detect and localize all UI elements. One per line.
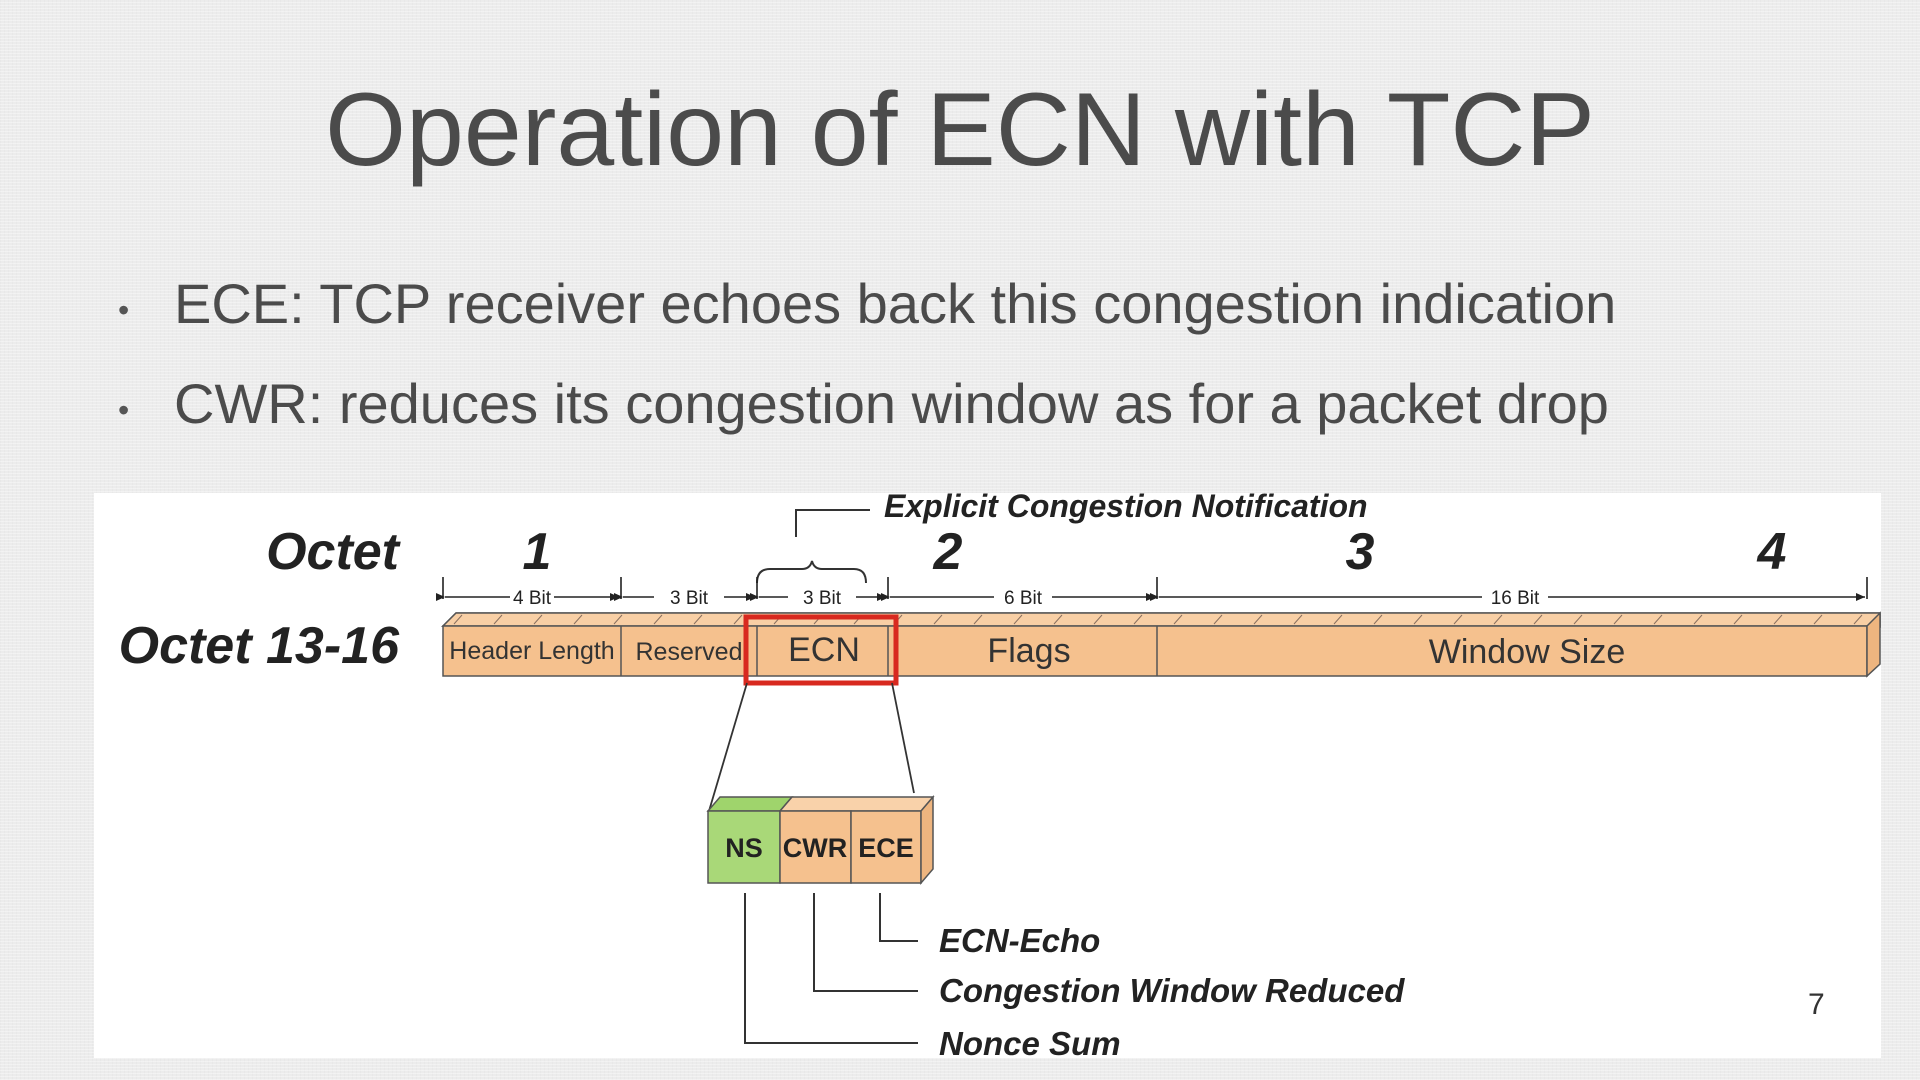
bit-label-reserved: 3 Bit — [670, 588, 709, 609]
bit-ece: ECE — [858, 833, 914, 863]
ecn-title-leader — [795, 509, 870, 537]
ecn-brace — [756, 560, 867, 584]
bit-label-window-size: 16 Bit — [1491, 588, 1540, 609]
callout-congestion-window-reduced: Congestion Window Reduced — [939, 972, 1405, 1009]
field-header-length: Header Length — [449, 637, 614, 665]
ecn-bit-boxes — [706, 794, 935, 886]
bit-label-header-length: 4 Bit — [513, 588, 552, 609]
octet-number-3: 3 — [1346, 523, 1375, 581]
bit-dimension-lines — [436, 577, 1868, 601]
bullet-dot-icon: • — [118, 292, 130, 328]
bullet-text: CWR: reduces its congestion window as fo… — [174, 372, 1609, 435]
callout-ecn-echo: ECN-Echo — [939, 922, 1100, 959]
bit-ns: NS — [725, 833, 763, 863]
ecn-expand-line-left — [708, 682, 748, 812]
callout-nonce-sum: Nonce Sum — [939, 1025, 1121, 1058]
octet-number-2: 2 — [933, 523, 963, 581]
ecn-highlight-box — [743, 614, 899, 686]
bit-cwr: CWR — [783, 833, 847, 863]
octet-number-1: 1 — [523, 523, 552, 581]
ecn-expand-line-right — [891, 682, 915, 794]
field-window-size: Window Size — [1429, 633, 1626, 671]
page-number: 7 — [1808, 988, 1825, 1021]
octet-number-4: 4 — [1757, 523, 1787, 581]
tcp-header-diagram: Explicit Congestion Notification Octet O… — [94, 493, 1881, 1058]
callout-leaders — [744, 893, 918, 1044]
octet-label: Octet — [266, 523, 402, 581]
row-label: Octet 13-16 — [119, 617, 400, 675]
field-reserved: Reserved — [636, 638, 743, 666]
slide-title: Operation of ECN with TCP — [325, 72, 1595, 188]
bullet-dot-icon: • — [118, 392, 130, 428]
field-ecn: ECN — [788, 631, 860, 669]
bit-label-ecn: 3 Bit — [803, 588, 842, 609]
field-flags: Flags — [987, 632, 1070, 670]
bullet-text: ECE: TCP receiver echoes back this conge… — [174, 272, 1617, 335]
bit-label-flags: 6 Bit — [1004, 588, 1043, 609]
ecn-title: Explicit Congestion Notification — [884, 493, 1368, 524]
